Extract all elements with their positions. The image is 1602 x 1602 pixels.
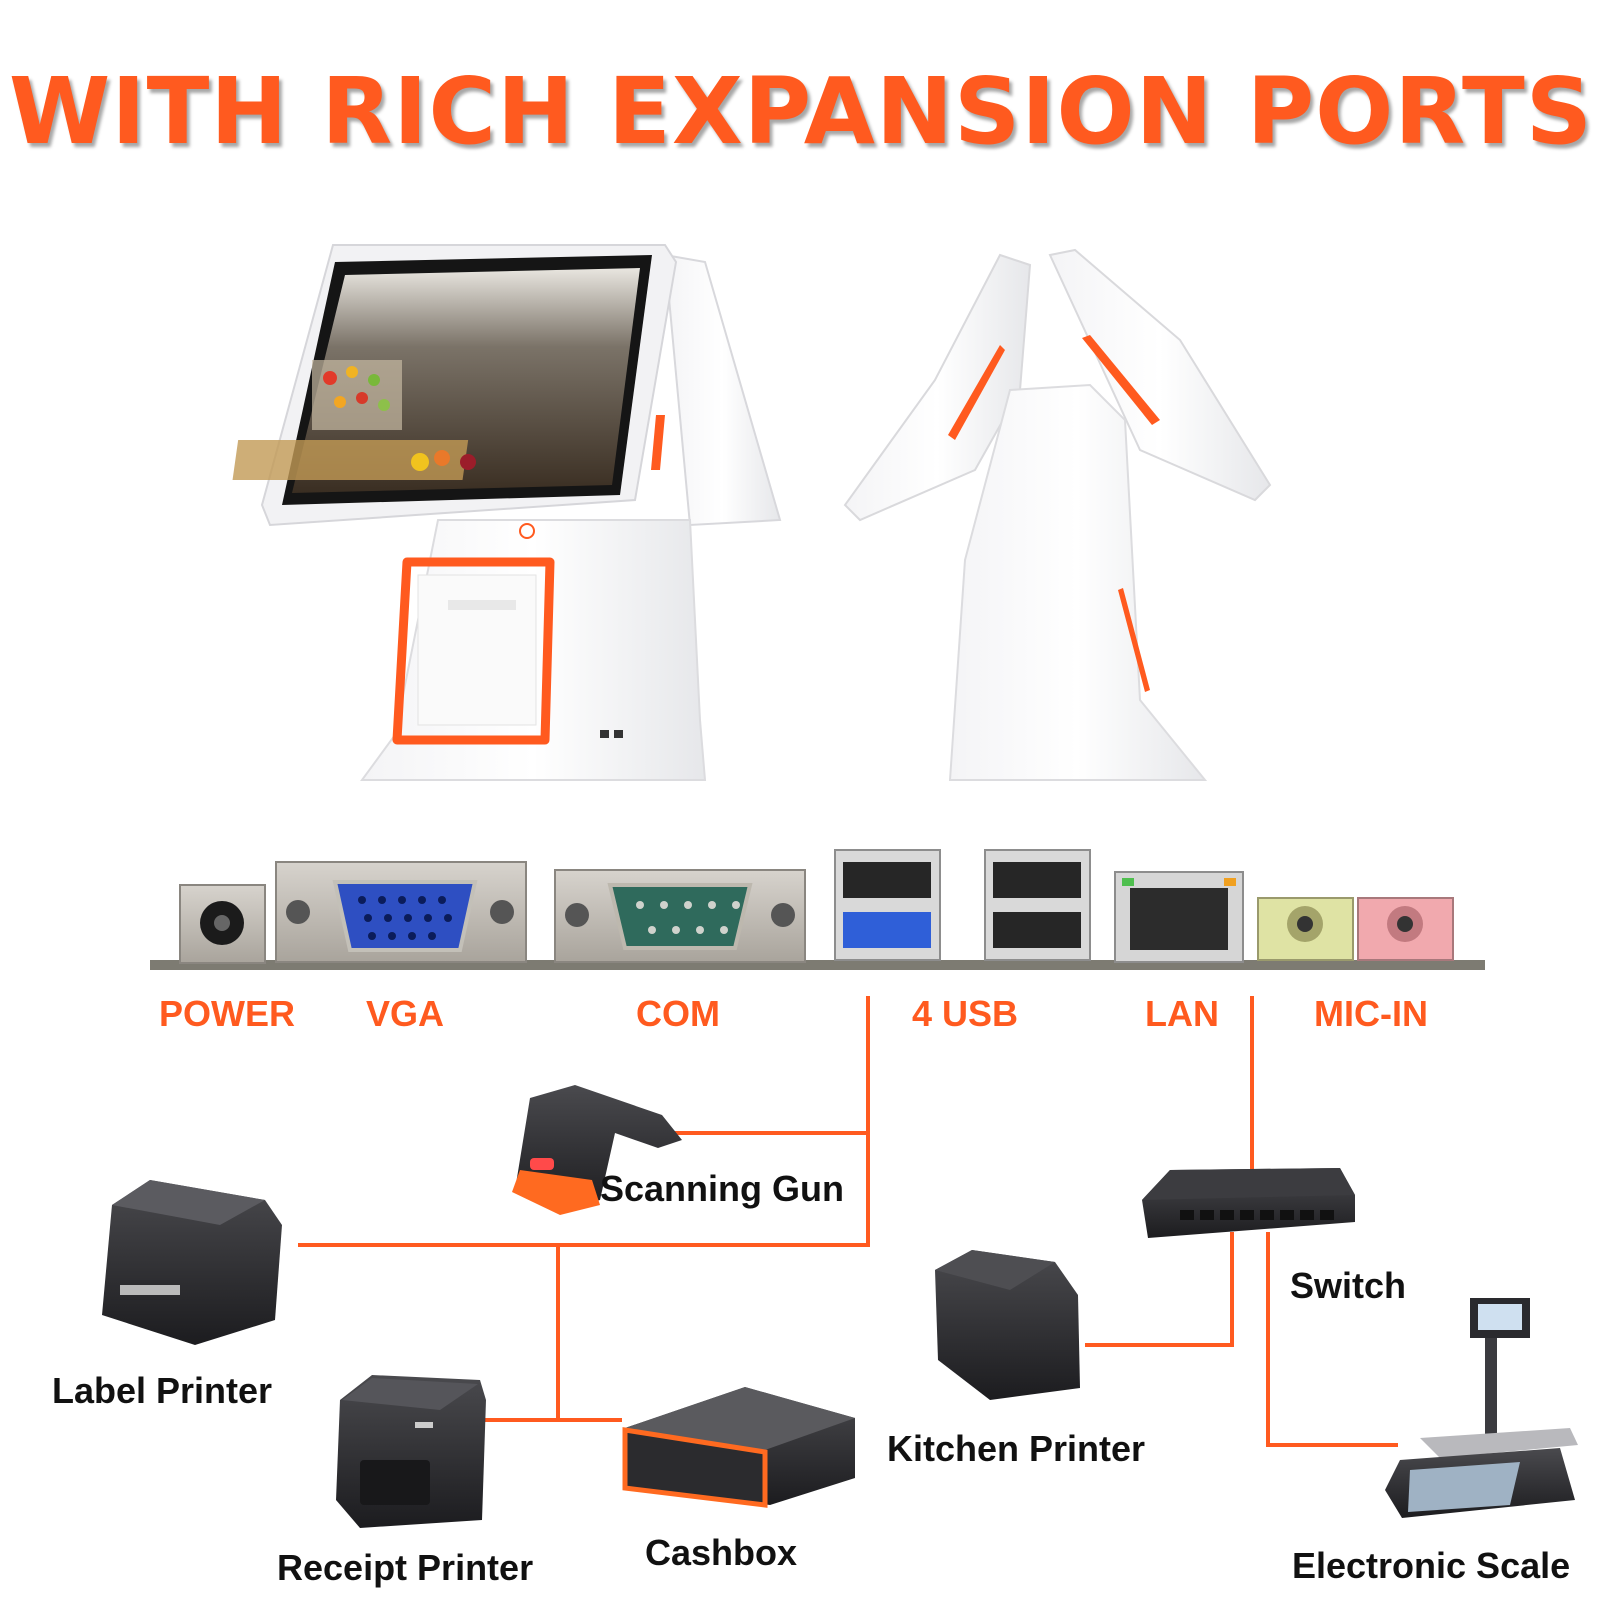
device-label-scanning-gun: Scanning Gun <box>600 1168 845 1209</box>
pos-terminal-front <box>232 244 782 781</box>
scanning-gun-image <box>512 1085 682 1215</box>
cashbox-image <box>622 1387 855 1508</box>
device-label-cashbox: Cashbox <box>645 1532 798 1573</box>
port-label-mic-in: MIC-IN <box>1314 993 1428 1034</box>
port-label-usb: 4 USB <box>911 993 1019 1034</box>
device-label-switch: Switch <box>1290 1265 1407 1306</box>
electronic-scale-image <box>1385 1298 1578 1518</box>
port-board <box>150 849 1485 970</box>
device-label-electronic-scale: Electronic Scale <box>1292 1545 1571 1586</box>
connection-lines <box>298 996 1398 1447</box>
device-label-label-printer: Label Printer <box>52 1370 273 1411</box>
port-label-power: POWER <box>158 993 296 1034</box>
port-label-vga: VGA <box>365 993 445 1034</box>
receipt-printer-image <box>336 1375 486 1528</box>
device-label-receipt-printer: Receipt Printer <box>277 1547 534 1588</box>
device-label-kitchen-printer: Kitchen Printer <box>887 1428 1146 1469</box>
pos-terminal-rear <box>843 248 1272 781</box>
headline: WITH RICH EXPANSION PORTS <box>8 58 1594 165</box>
kitchen-printer-image <box>935 1250 1080 1400</box>
port-label-lan: LAN <box>1145 993 1219 1034</box>
switch-image <box>1142 1168 1355 1238</box>
label-printer-image <box>102 1180 282 1345</box>
port-label-com: COM <box>636 993 720 1034</box>
